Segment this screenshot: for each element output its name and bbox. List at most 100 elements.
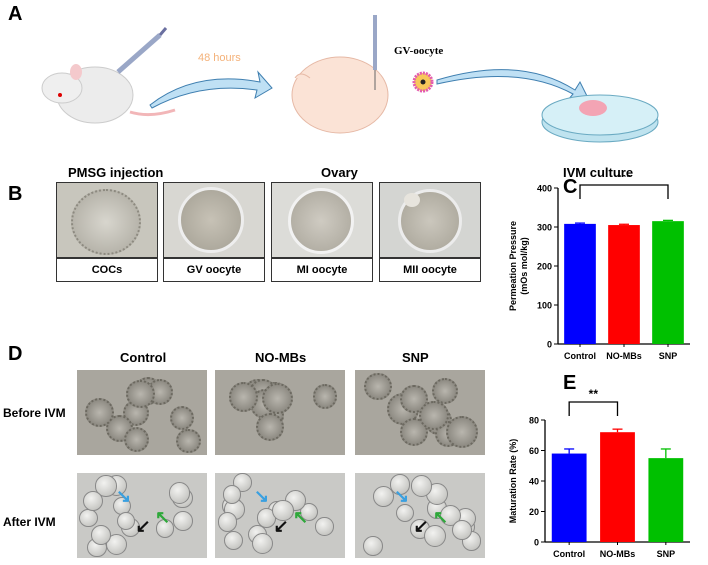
oocyte xyxy=(228,382,258,412)
x-tick-label: NO-MBs xyxy=(600,549,636,559)
gv-oocyte-photo xyxy=(163,182,265,258)
blue-arrow-icon: ↘ xyxy=(116,485,132,506)
significance-label: *** xyxy=(617,175,631,184)
oocyte xyxy=(452,520,473,540)
x-tick-label: Control xyxy=(564,351,596,361)
bar-control xyxy=(551,453,587,542)
oocyte xyxy=(299,503,318,522)
oocyte xyxy=(432,377,459,404)
after-ivm-photo: ↘↙↖ xyxy=(77,473,207,558)
step-label: Ovary xyxy=(321,165,358,180)
y-tick-label: 100 xyxy=(537,301,552,311)
oocyte xyxy=(312,384,338,410)
oocyte xyxy=(169,405,195,431)
panel-c-label: C xyxy=(563,176,578,198)
caption: GV oocyte xyxy=(163,258,265,282)
arrow-icon xyxy=(436,69,591,103)
step-label: PMSG injection xyxy=(68,165,164,180)
significance-bracket xyxy=(579,184,669,199)
oocyte xyxy=(84,397,114,428)
culture-dish-illustration xyxy=(541,94,659,143)
bar-no-mbs xyxy=(608,225,640,344)
y-tick-label: 60 xyxy=(529,446,539,456)
caption: MII oocyte xyxy=(379,258,481,282)
oocyte xyxy=(364,372,392,401)
y-tick-label: 0 xyxy=(534,538,539,548)
bar-no-mbs xyxy=(600,432,635,542)
column-header: Control xyxy=(120,350,167,365)
blue-arrow-icon: ↘ xyxy=(254,485,270,506)
oocyte xyxy=(363,536,384,557)
bar-control xyxy=(564,223,596,344)
significance-bracket xyxy=(568,401,619,416)
y-tick-label: 80 xyxy=(529,416,539,426)
oocyte xyxy=(446,415,478,448)
workflow-illustration xyxy=(41,15,659,143)
oocyte xyxy=(419,400,449,431)
x-tick-label: SNP xyxy=(657,549,676,559)
x-tick-label: SNP xyxy=(659,351,678,361)
blue-arrow-icon: ↘ xyxy=(394,485,410,506)
green-arrow-icon: ↖ xyxy=(433,507,449,527)
y-axis-title: Maturation Rate (%) xyxy=(508,439,518,524)
row-label: Before IVM xyxy=(3,406,66,420)
oocyte xyxy=(373,485,395,507)
caption: COCs xyxy=(56,258,158,282)
step-label: IVM culture xyxy=(563,165,634,180)
time-label: 48 hours xyxy=(198,52,241,64)
x-tick-label: NO-MBs xyxy=(606,351,642,361)
mi-oocyte-photo xyxy=(271,182,373,258)
oocyte xyxy=(95,475,117,497)
black-arrow-icon: ↙ xyxy=(135,515,151,536)
after-ivm-photo: ↘↙↖ xyxy=(215,473,345,558)
before-ivm-photo xyxy=(355,370,485,455)
syringe-icon xyxy=(116,27,168,74)
oocyte xyxy=(173,511,193,532)
panel-e-label: E xyxy=(563,372,577,394)
oocyte-icon xyxy=(412,71,434,93)
oocyte xyxy=(423,525,446,548)
panel-a-label: A xyxy=(8,3,23,25)
before-ivm-photo xyxy=(215,370,345,455)
oocyte xyxy=(176,428,201,454)
significance-label: ** xyxy=(589,387,599,401)
x-tick-label: Control xyxy=(553,549,585,559)
panel-d-label: D xyxy=(8,343,23,365)
after-ivm-photo: ↘↙↖ xyxy=(355,473,485,558)
oocyte xyxy=(218,512,238,532)
ovary-illustration xyxy=(291,56,389,134)
green-arrow-icon: ↖ xyxy=(155,507,171,527)
bar-snp xyxy=(652,221,684,344)
oocyte xyxy=(123,427,149,453)
y-tick-label: 200 xyxy=(537,262,552,272)
oocyte xyxy=(223,530,243,551)
oocyte xyxy=(389,474,410,495)
oocyte xyxy=(90,524,111,545)
row-label: After IVM xyxy=(3,515,56,529)
oocyte xyxy=(261,382,293,414)
black-arrow-icon: ↙ xyxy=(413,515,429,536)
oocyte xyxy=(79,508,98,528)
mii-oocyte-photo xyxy=(379,182,481,258)
y-tick-label: 20 xyxy=(529,507,539,517)
oocyte xyxy=(255,412,285,442)
oocyte xyxy=(396,504,415,523)
y-tick-label: 400 xyxy=(537,184,552,194)
oocyte xyxy=(222,485,241,504)
oocyte xyxy=(126,379,155,409)
coc-photo xyxy=(56,182,158,258)
y-axis-title: Permeation Pressure xyxy=(508,221,518,311)
oocyte xyxy=(315,517,334,536)
panel-b-label: B xyxy=(8,183,23,205)
before-ivm-photo xyxy=(77,370,207,455)
oocyte xyxy=(272,499,294,522)
mouse-illustration xyxy=(41,64,176,124)
bar-snp xyxy=(648,458,684,542)
oocyte xyxy=(251,532,273,554)
oocyte xyxy=(168,482,190,504)
y-tick-label: 300 xyxy=(537,223,552,233)
y-tick-label: 40 xyxy=(529,477,539,487)
oocyte xyxy=(117,512,136,531)
